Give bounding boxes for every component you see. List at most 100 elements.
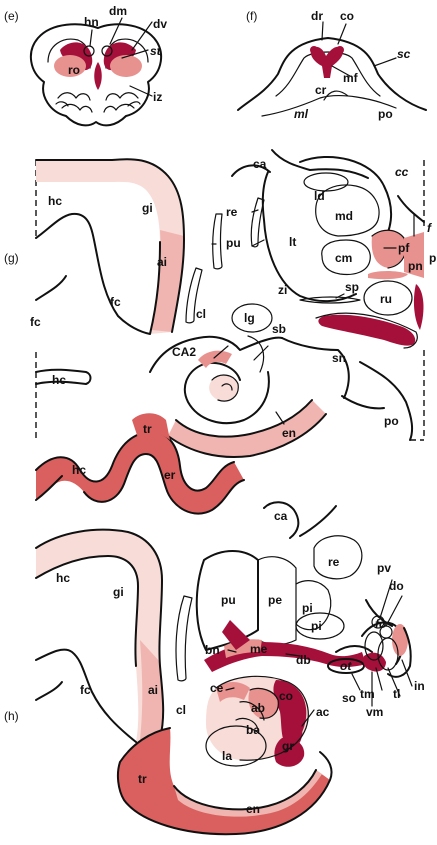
panel-h-label-pu: pu [221, 593, 236, 607]
panel-g-pu-strip [213, 214, 222, 269]
panel-g-label-pf: pf [398, 241, 410, 255]
panel-e-right-pink-region [110, 55, 142, 77]
panel-e-label-dm: dm [109, 4, 127, 18]
panel-f-label-mf: mf [343, 71, 359, 85]
panel-g-label-tr: tr [143, 422, 152, 436]
panel-g-label-cl: cl [196, 307, 206, 321]
panel-h-tag: (h) [4, 709, 19, 723]
panel-h-label-fc: fc [80, 683, 91, 697]
panel-h-tm-dark [363, 653, 386, 672]
panel-e-label-iz: iz [153, 90, 162, 104]
panel-g-fc-line [36, 276, 66, 300]
panel-g-label-ai: ai [157, 255, 167, 269]
panel-h-label-hc: hc [56, 571, 70, 585]
panel-g-label-hc: hc [48, 194, 62, 208]
panel-e-label-ro: ro [68, 63, 80, 77]
panel-g-label-pn: pn [408, 259, 423, 273]
panel-h-label-gi: gi [113, 585, 124, 599]
panel-h-label-vm: vm [366, 705, 383, 719]
panel-h-label-ba: ba [246, 723, 260, 737]
panel-g-label-po: po [384, 414, 399, 428]
panel-g-tag: (g) [4, 251, 19, 265]
panel-g-label-ld: ld [314, 189, 325, 203]
panel-g-label-re: re [226, 205, 238, 219]
panel-e: (e) hn dm dv st ro iz [4, 4, 167, 125]
panel-g-label-ca2: CA2 [172, 345, 196, 359]
panel-g-label-md: md [335, 209, 353, 223]
panel-g-label-f: f [427, 221, 432, 235]
panel-h-label-in: in [414, 679, 425, 693]
panel-h-label-la: la [222, 749, 232, 763]
panel-f: (f) dr co sc mf cr ml po [238, 9, 426, 121]
panel-h-label-db: db [296, 653, 311, 667]
panel-g-label-ru: ru [380, 292, 392, 306]
panel-e-label-hn: hn [84, 15, 99, 29]
panel-f-label-cr: cr [315, 83, 327, 97]
panel-g-label-p: p [429, 251, 436, 265]
panel-h-cl-strip [176, 596, 192, 681]
panel-h-label-cl: cl [176, 703, 186, 717]
panel-h-label-ot: ot [340, 659, 352, 673]
panel-g-cortex-inner-line [36, 214, 160, 334]
panel-g-label-hc-3: hc [72, 463, 86, 477]
panel-e-label-dv: dv [153, 17, 167, 31]
panel-e-tag: (e) [4, 9, 19, 23]
panel-g-pn-side-dark [414, 284, 424, 330]
panel-g-label-pu: pu [226, 236, 241, 250]
panel-f-label-po: po [378, 107, 393, 121]
panel-g-label-lt: lt [289, 235, 296, 249]
panel-h-label-ai: ai [148, 683, 158, 697]
panel-g-sn-band [318, 315, 415, 346]
panel-h-label-pv: pv [377, 561, 391, 575]
panel-h-label-pi-2: pi [311, 619, 322, 633]
panel-g-label-sp: sp [345, 280, 359, 294]
panel-e-ventral-folds [56, 93, 140, 112]
panel-g-label-ca: ca [253, 157, 267, 171]
panel-h-in-nucleus [392, 624, 408, 656]
panel-f-ventral-contour [262, 91, 396, 116]
panel-g-label-er: er [164, 468, 176, 482]
panel-f-label-ml: ml [294, 107, 309, 121]
panel-g-label-cc: cc [395, 165, 409, 179]
panel-g-label-zi: zi [278, 283, 287, 297]
panel-g-ld-nucleus [304, 173, 348, 191]
panel-h-label-ac: ac [316, 705, 330, 719]
panel-g-label-en: en [282, 426, 296, 440]
panel-g: (g) [4, 150, 436, 514]
panel-h-label-ab: ab [251, 701, 265, 715]
panel-g-label-hc-2: hc [52, 373, 66, 387]
panel-f-tag: (f) [246, 9, 257, 23]
panel-h-label-bn: bn [205, 643, 220, 657]
panel-h-label-re: re [328, 555, 340, 569]
panel-h-label-so: so [342, 691, 356, 705]
panel-g-label-gi: gi [142, 201, 153, 215]
panel-h-label-pe: pe [268, 593, 282, 607]
panel-h-label-tr: tr [138, 772, 147, 786]
panel-f-label-dr: dr [311, 9, 323, 23]
panel-g-label-fc-2: fc [30, 315, 41, 329]
panel-f-left-dark-nucleus [310, 46, 318, 54]
panel-h-label-ca: ca [274, 509, 288, 523]
panel-h-label-tl: tl [393, 687, 400, 701]
panel-h-label-tm: tm [360, 687, 375, 701]
panel-h-label-ce: ce [210, 681, 224, 695]
panel-g-label-fc: fc [110, 295, 121, 309]
panel-g-ai-shade [152, 230, 184, 332]
panel-h-label-fo: fo [375, 617, 386, 631]
panel-h-label-gr: gr [282, 739, 294, 753]
panel-h-label-pi: pi [302, 601, 313, 615]
panel-h-label-do: do [389, 579, 404, 593]
panel-g-label-cm: cm [335, 251, 352, 265]
panel-f-label-sc: sc [397, 47, 411, 61]
panel-g-label-lg: lg [244, 311, 255, 325]
panel-g-label-sn: sn [332, 351, 346, 365]
panel-e-label-st: st [150, 44, 162, 58]
panel-g-sp-strip [368, 271, 408, 279]
panel-g-cc-line [398, 196, 424, 222]
panel-h-label-en: en [246, 802, 260, 816]
panel-f-right-dark-nucleus [336, 46, 344, 54]
panel-e-midline-dark [94, 62, 102, 90]
panel-h: (h) [4, 502, 425, 834]
panel-h-fc-line [36, 682, 62, 700]
